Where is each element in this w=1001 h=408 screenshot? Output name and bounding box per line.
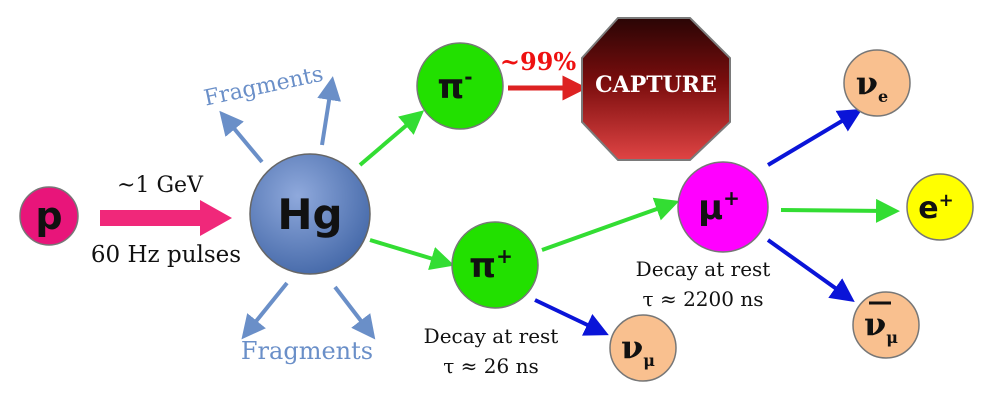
muon-plus-symbol: μ (698, 188, 723, 228)
arrow-mu-plus-to-nu-mu-bar (766, 238, 855, 302)
nu-e-symbol: ν (856, 64, 878, 102)
arrow-mu-plus-to-nu-e (766, 108, 863, 167)
positron-node (906, 173, 974, 241)
capture-label: CAPTURE (595, 72, 717, 98)
muon-plus-node (677, 161, 769, 253)
pi-minus-symbol: π (437, 67, 464, 107)
muon-neutrino-label: νμ (621, 328, 655, 370)
muon-antineutrino-node (852, 291, 920, 359)
muon-antineutrino-label: νμ (864, 305, 898, 347)
positron-charge: + (939, 190, 954, 211)
fragments-top-label: Fragments (202, 62, 326, 112)
fragment-arrow (219, 110, 264, 164)
fragment-arrow (317, 76, 341, 146)
mercury-target-node (249, 153, 371, 275)
positron-label: e+ (918, 190, 953, 226)
pi-plus-label: π+ (469, 244, 513, 286)
muon-plus-label: μ+ (698, 186, 740, 228)
nu-mu-flavor: μ (643, 351, 655, 370)
pion-decay-label: Decay at rest (424, 324, 559, 348)
fragment-arrow (333, 285, 376, 340)
capture-fraction-label: ~99% (500, 47, 577, 76)
arrow-pi-plus-to-mu-plus (541, 197, 680, 252)
positron-symbol: e (918, 191, 938, 226)
pi-minus-charge: - (464, 65, 472, 89)
muon-decay-label: Decay at rest (636, 257, 771, 281)
nu-mu-bar-flavor: μ (886, 328, 898, 347)
pi-plus-symbol: π (469, 246, 496, 286)
pi-plus-charge: + (496, 244, 513, 268)
proton-label: p (35, 194, 62, 238)
beam-pulses-label: 60 Hz pulses (91, 242, 241, 268)
nu-mu-symbol: ν (621, 328, 643, 366)
electron-neutrino-label: νe (856, 64, 888, 106)
pi-minus-node (416, 42, 504, 130)
nu-mu-bar-symbol: ν (864, 305, 886, 343)
pi-minus-label: π- (437, 65, 472, 107)
proton-node (19, 186, 79, 246)
muon-plus-charge: + (723, 186, 740, 210)
capture-octagon (581, 17, 731, 161)
arrow-hg-to-pi-plus (369, 238, 455, 271)
beam-energy-label: ~1 GeV (117, 173, 204, 198)
arrow-hg-to-pi-minus (358, 110, 425, 167)
proton-beam-arrow (100, 200, 232, 236)
arrow-mu-plus-to-positron (780, 198, 900, 223)
fragments-bottom-label: Fragments (241, 337, 373, 365)
nu-e-flavor: e (878, 87, 888, 106)
arrow-pi-plus-to-nu-mu (534, 298, 609, 336)
pi-plus-node (451, 221, 539, 309)
muon-lifetime-label: τ ≈ 2200 ns (643, 287, 764, 311)
electron-neutrino-node (843, 49, 911, 117)
fragment-arrow (241, 281, 289, 340)
pion-lifetime-label: τ ≈ 26 ns (443, 354, 539, 378)
muon-neutrino-node (609, 314, 677, 382)
mercury-label: Hg (277, 190, 342, 239)
